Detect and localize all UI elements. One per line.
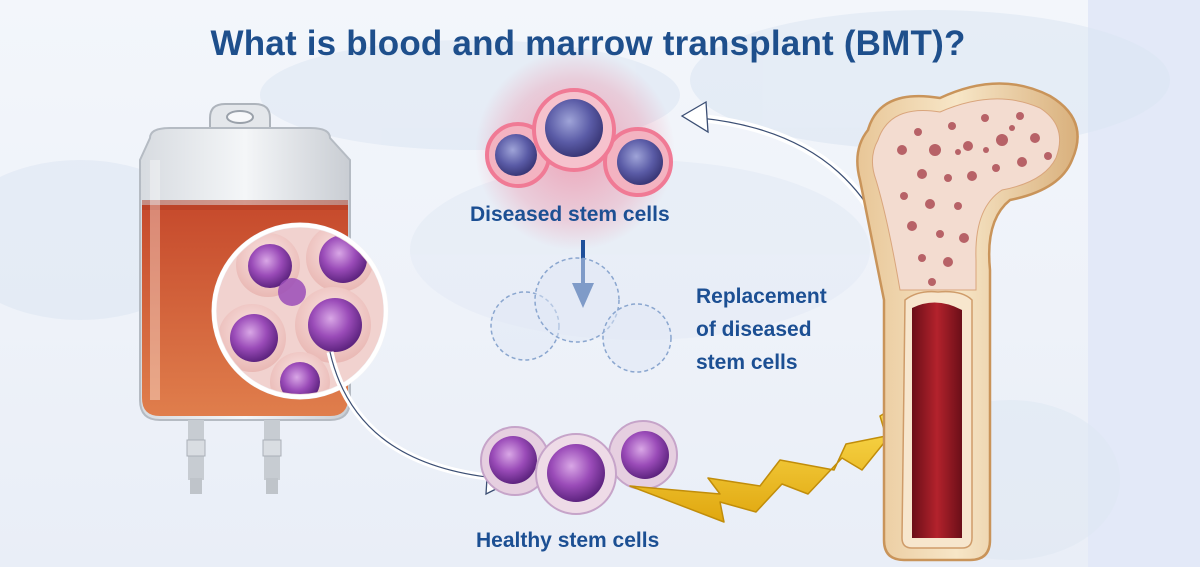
lens-cell: [295, 287, 371, 363]
replaced-cell-outlines: [490, 257, 672, 373]
bone-illustration: [856, 82, 1079, 562]
healthy-cell: [535, 433, 617, 515]
healthy-cell: [480, 426, 550, 496]
healthy-stem-cells-label: Healthy stem cells: [476, 529, 660, 552]
spongy-bone-pattern: [897, 112, 1052, 286]
lens-cell: [270, 352, 330, 394]
healthy-cell: [608, 420, 678, 490]
diseased-stem-cells-label: Diseased stem cells: [470, 203, 670, 226]
page-title: What is blood and marrow transplant (BMT…: [210, 24, 966, 63]
diseased-cells: [475, 50, 675, 250]
lens-cell: [218, 304, 286, 372]
diseased-cell: [603, 127, 673, 197]
bone-marrow: [912, 302, 962, 538]
replacement-label: Replacement of diseased stem cells: [696, 285, 827, 374]
healthy-cells: [480, 420, 678, 515]
magnified-cells-lens: [211, 222, 389, 400]
arrowhead-icon: [680, 100, 709, 134]
diseased-cell: [532, 88, 616, 172]
